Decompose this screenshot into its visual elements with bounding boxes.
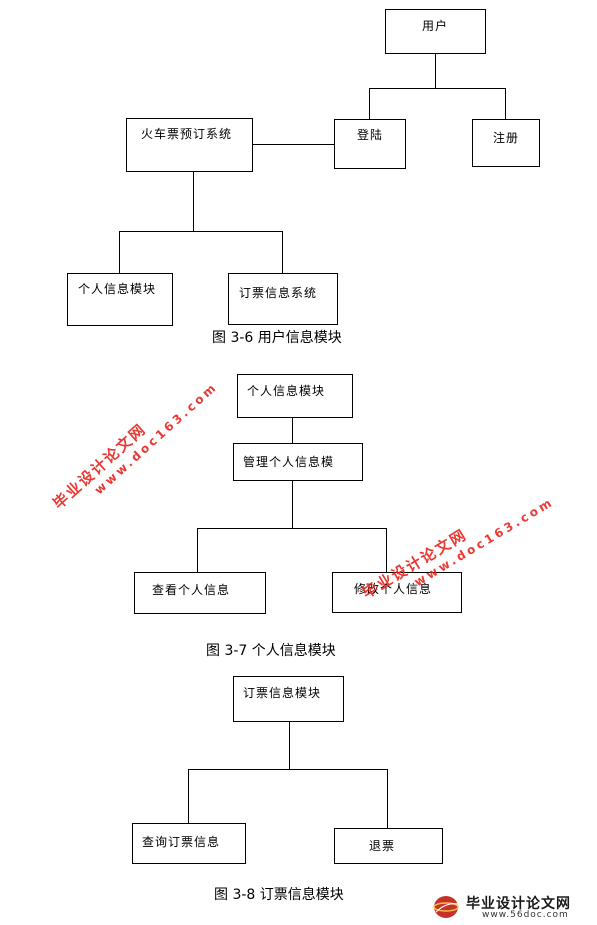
connector bbox=[253, 144, 334, 145]
connector bbox=[197, 528, 198, 573]
node-login-label: 登陆 bbox=[357, 128, 384, 142]
connector bbox=[188, 769, 388, 770]
node-booking-module-label: 订票信息模块 bbox=[243, 686, 322, 700]
footer-site-url: www.56doc.com bbox=[482, 910, 569, 920]
node-booking-system-label: 订票信息系统 bbox=[239, 286, 318, 300]
footer-logo: 毕业设计论文网 www.56doc.com bbox=[432, 893, 592, 921]
node-user: 用户 bbox=[385, 9, 486, 54]
node-modify: 修改个人信息 bbox=[332, 572, 462, 613]
connector bbox=[387, 769, 388, 829]
node-manage: 管理个人信息模 bbox=[233, 443, 363, 481]
node-query-label: 查询订票信息 bbox=[142, 835, 221, 849]
connector bbox=[193, 172, 194, 232]
node-user-label: 用户 bbox=[422, 19, 449, 33]
connector bbox=[119, 231, 120, 274]
connector bbox=[119, 231, 283, 232]
connector bbox=[292, 418, 293, 444]
node-modify-label: 修改个人信息 bbox=[354, 582, 433, 596]
globe-icon bbox=[433, 896, 459, 918]
connector bbox=[282, 231, 283, 274]
node-personal-module: 个人信息模块 bbox=[67, 273, 173, 326]
watermark-left-name: 毕业设计论文网 bbox=[49, 419, 150, 513]
caption-3-6: 图 3-6 用户信息模块 bbox=[212, 330, 342, 346]
node-personal-module-2-label: 个人信息模块 bbox=[247, 384, 326, 398]
node-manage-label: 管理个人信息模 bbox=[243, 455, 335, 469]
node-booking-module: 订票信息模块 bbox=[233, 676, 344, 722]
node-login: 登陆 bbox=[334, 119, 406, 169]
node-personal-module-label: 个人信息模块 bbox=[78, 282, 157, 296]
node-view-label: 查看个人信息 bbox=[152, 583, 231, 597]
node-refund-label: 退票 bbox=[369, 839, 396, 853]
watermark-left-url: www.doc163.com bbox=[91, 379, 221, 498]
node-system: 火车票预订系统 bbox=[126, 118, 253, 172]
connector bbox=[369, 88, 370, 120]
node-view: 查看个人信息 bbox=[134, 572, 266, 614]
node-register: 注册 bbox=[472, 119, 540, 167]
node-refund: 退票 bbox=[334, 828, 443, 864]
caption-3-7: 图 3-7 个人信息模块 bbox=[206, 643, 336, 659]
footer-site-name: 毕业设计论文网 bbox=[466, 896, 571, 912]
node-register-label: 注册 bbox=[493, 131, 520, 145]
node-system-label: 火车票预订系统 bbox=[141, 127, 233, 141]
connector bbox=[386, 528, 387, 573]
connector bbox=[188, 769, 189, 824]
connector bbox=[435, 54, 436, 89]
connector bbox=[197, 528, 387, 529]
connector bbox=[289, 722, 290, 770]
caption-3-8: 图 3-8 订票信息模块 bbox=[214, 887, 344, 903]
node-query: 查询订票信息 bbox=[132, 823, 246, 864]
node-personal-module-2: 个人信息模块 bbox=[237, 374, 353, 418]
connector bbox=[369, 88, 506, 89]
connector bbox=[292, 481, 293, 529]
connector bbox=[505, 88, 506, 120]
node-booking-system: 订票信息系统 bbox=[228, 273, 338, 325]
watermark-left: 毕业设计论文网 www.doc163.com bbox=[48, 364, 220, 524]
